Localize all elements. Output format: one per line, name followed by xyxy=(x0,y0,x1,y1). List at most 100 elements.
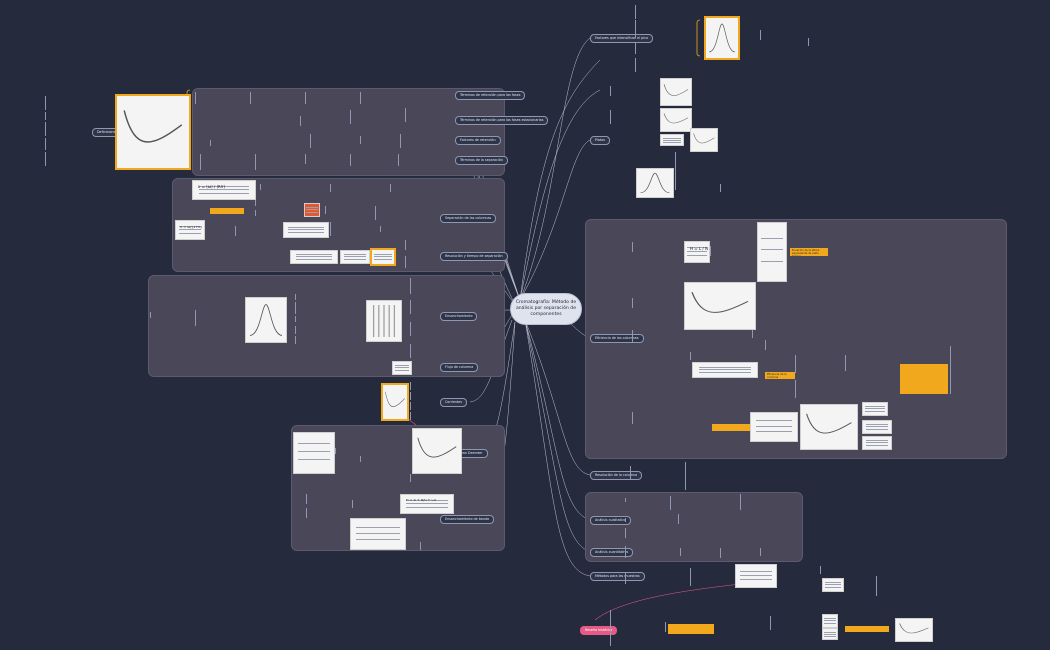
card-line xyxy=(865,444,889,446)
text-block xyxy=(295,294,338,300)
branch-column-resolution[interactable]: Resolución de la columna xyxy=(590,471,643,480)
text-block xyxy=(685,462,733,490)
branch-quantitative[interactable]: Análisis cuantitativo xyxy=(590,548,634,557)
branch-sample-methods[interactable]: Métodos para las muestras xyxy=(590,572,645,581)
card-line xyxy=(740,570,772,572)
currents-figure-curve xyxy=(385,391,405,408)
card-line xyxy=(343,258,367,260)
text-block xyxy=(765,340,818,350)
efficiency-plot-curve-path xyxy=(806,413,852,434)
text-block xyxy=(410,322,468,336)
card-line xyxy=(178,229,202,230)
formula-card xyxy=(750,412,798,442)
branch-column-flow[interactable]: Flujo de columna xyxy=(440,363,479,372)
van-deemter-plot xyxy=(412,428,462,474)
text-block xyxy=(675,152,726,190)
card-line xyxy=(824,635,836,637)
branch-currents[interactable]: Corrientes xyxy=(440,398,468,407)
branch-band-broadening[interactable]: Ensanchamiento de banda xyxy=(440,515,495,524)
history-chart xyxy=(895,618,933,642)
card-line xyxy=(343,256,367,257)
card-line xyxy=(740,579,772,580)
card-line xyxy=(760,260,784,262)
branch-history[interactable]: Reseña histórica xyxy=(580,626,618,635)
card-line xyxy=(663,139,681,141)
definitions-plot-curve xyxy=(123,110,183,143)
definitions-plot xyxy=(115,94,191,170)
card-line xyxy=(687,251,707,252)
formula-card xyxy=(862,402,888,416)
card-line xyxy=(298,451,330,452)
card-line xyxy=(760,249,784,250)
text-block xyxy=(610,610,668,646)
branch-retention-phases[interactable]: Términos de retención para las fases xyxy=(455,91,526,100)
card-line xyxy=(687,247,707,248)
text-block xyxy=(305,92,358,104)
formula-card xyxy=(283,222,329,238)
text-block xyxy=(250,92,303,104)
formula-text: υ = (ω) / (KV) xyxy=(198,185,226,189)
central-topic[interactable]: Cromatografía: Método de análisis por se… xyxy=(510,293,582,325)
text-block xyxy=(410,278,468,294)
formula-card xyxy=(862,436,892,450)
text-block xyxy=(770,616,818,630)
text-block xyxy=(295,316,340,322)
card-line xyxy=(699,372,751,373)
card-line xyxy=(824,622,836,624)
branch-column-separation[interactable]: Separación de las columnas xyxy=(440,214,497,223)
branch-column-efficiency[interactable]: Eficiencia de las columnas xyxy=(590,334,644,343)
formula-card xyxy=(400,494,454,514)
text-block xyxy=(632,242,683,252)
card-line xyxy=(298,443,330,444)
card-line xyxy=(755,420,793,421)
branch-plates[interactable]: Platos xyxy=(590,136,610,145)
text-block xyxy=(625,518,673,522)
branch-retention-factors[interactable]: Factores de retención xyxy=(455,136,501,145)
orange-note-long xyxy=(900,364,948,394)
card-line xyxy=(306,211,318,213)
branch-broadening[interactable]: Ensanchamiento xyxy=(440,312,478,321)
formula-card xyxy=(862,420,892,434)
card-line xyxy=(865,406,885,407)
text-block xyxy=(678,514,736,524)
branch-qualitative[interactable]: Análisis cualitativo xyxy=(590,516,631,525)
card-line xyxy=(288,229,324,230)
text-block xyxy=(795,355,838,373)
formula-card xyxy=(822,628,838,640)
history-chart-curve xyxy=(899,623,929,634)
formula-stack xyxy=(757,222,787,282)
text-block xyxy=(632,298,683,308)
text-block xyxy=(330,184,383,192)
text-block xyxy=(632,412,685,424)
text-block xyxy=(45,152,93,166)
card-line xyxy=(865,408,885,409)
text-block xyxy=(740,494,793,510)
gaussian-figure-curve xyxy=(640,172,670,194)
text-block xyxy=(795,380,838,398)
text-block xyxy=(720,548,763,558)
text-block xyxy=(630,466,685,480)
text-block xyxy=(260,184,323,190)
formula-card xyxy=(692,362,758,378)
branch-retention-stationary[interactable]: Términos de retención para las fases est… xyxy=(455,116,549,125)
card-line xyxy=(288,232,324,233)
card-line xyxy=(295,256,333,257)
card-line xyxy=(199,192,249,194)
text-block xyxy=(390,184,453,192)
card-line xyxy=(865,440,889,441)
text-block xyxy=(720,184,763,192)
text-block xyxy=(398,154,453,166)
broadening-plot-curve xyxy=(249,304,283,336)
text-block xyxy=(410,392,468,400)
formula-card xyxy=(175,220,205,240)
text-block xyxy=(670,496,718,510)
branch-peak-factors[interactable]: Factores que intensifican el pico xyxy=(590,34,653,43)
text-block xyxy=(150,312,198,318)
branch-separation-terms[interactable]: Términos de la separación xyxy=(455,156,509,165)
text-block xyxy=(195,92,248,104)
card-line xyxy=(865,428,889,430)
card-line xyxy=(394,367,410,368)
text-block xyxy=(350,110,403,124)
branch-resolution-time[interactable]: Resolución y tiempo de separación xyxy=(440,252,508,261)
card-line xyxy=(687,255,707,256)
